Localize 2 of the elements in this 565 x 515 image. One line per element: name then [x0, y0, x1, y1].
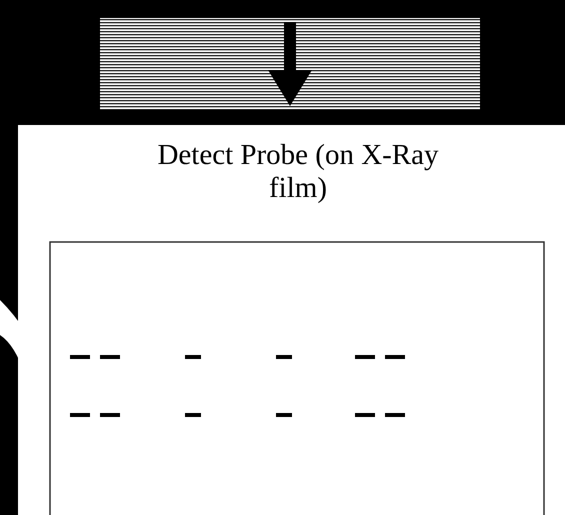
- step-heading: Detect Probe (on X-Ray film): [156, 139, 440, 205]
- step-panel: [18, 125, 565, 515]
